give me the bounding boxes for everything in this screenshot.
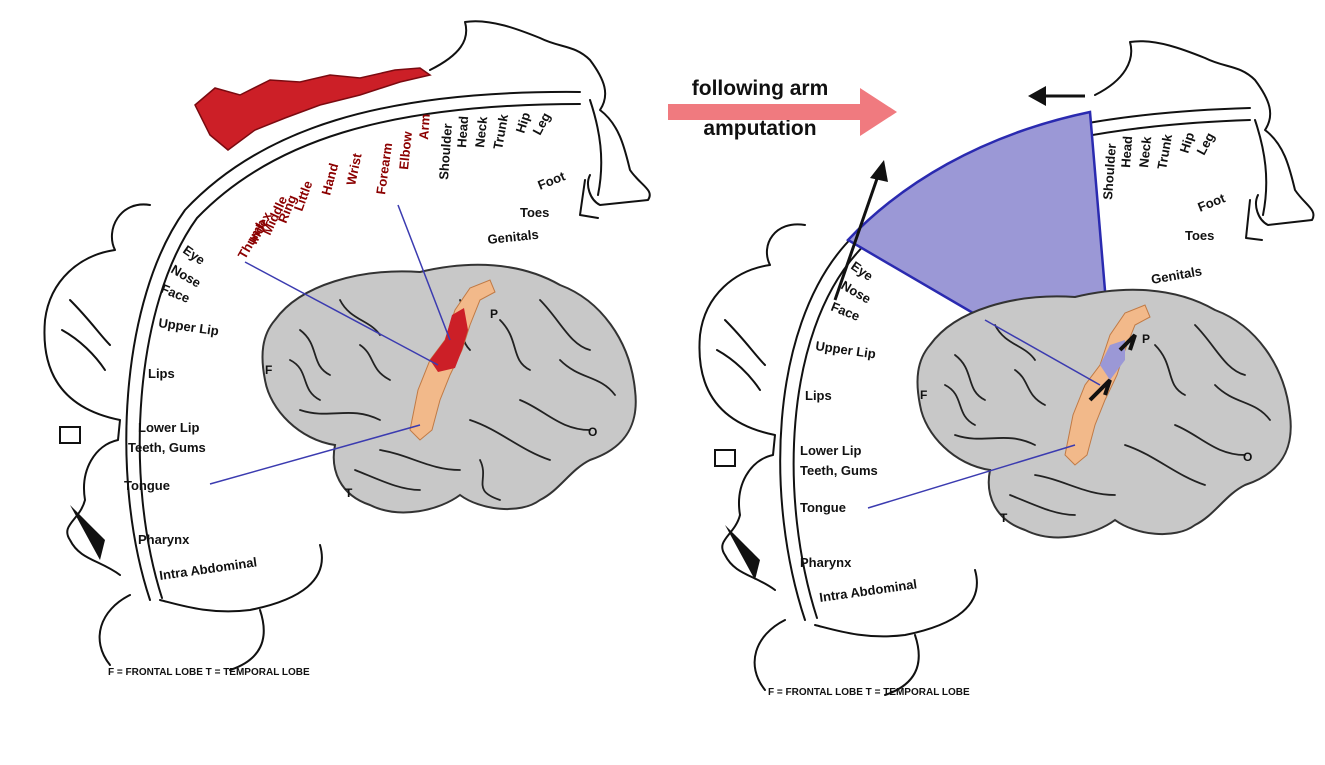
right-shift-arrowhead-left <box>1028 86 1046 106</box>
left-label-lips: Lips <box>148 366 175 381</box>
right-homunculus-face <box>699 224 805 590</box>
left-label-neck: Neck <box>472 115 490 148</box>
right-label-eye: Eye <box>848 258 876 284</box>
right-shift-arrowhead-up <box>870 160 888 182</box>
left-label-pharynx: Pharynx <box>138 532 190 547</box>
right-label-lower-lip: Lower Lip <box>800 443 861 458</box>
left-homunculus-lips <box>62 300 110 370</box>
right-homunculus-lips <box>717 320 765 390</box>
right-label-genitals: Genitals <box>1150 263 1203 287</box>
right-brain-outline <box>917 290 1290 538</box>
left-label-head: Head <box>454 115 471 148</box>
left-label-tongue: Tongue <box>124 478 170 493</box>
left-label-trunk: Trunk <box>490 112 511 150</box>
left-label-upper-lip: Upper Lip <box>158 315 220 338</box>
right-lobe-legend: F = FRONTAL LOBE T = TEMPORAL LOBE <box>768 687 970 698</box>
left-label-wrist: Wrist <box>343 151 365 186</box>
left-label-toes: Toes <box>520 205 549 220</box>
left-label-lower-lip: Lower Lip <box>138 420 199 435</box>
left-label-intra-abdominal: Intra Abdominal <box>158 554 258 583</box>
left-label-genitals: Genitals <box>487 227 540 247</box>
right-label-face: Face <box>829 299 862 324</box>
left-label-eye: Eye <box>180 242 208 268</box>
right-label-toes: Toes <box>1185 228 1214 243</box>
left-homunculus-leg <box>580 100 601 218</box>
right-body-labels: Shoulder Head Neck Trunk Hip Leg Foot To… <box>1100 130 1228 287</box>
left-body-labels: Shoulder Head Neck Trunk Hip Leg Foot To… <box>436 110 568 247</box>
left-tongue-shape <box>70 505 105 560</box>
right-label-lips: Lips <box>805 388 832 403</box>
right-label-trunk: Trunk <box>1154 132 1175 170</box>
right-label-tongue: Tongue <box>800 500 846 515</box>
left-lobe-occipital: O <box>588 425 597 439</box>
left-label-little: Little <box>291 179 316 213</box>
left-label-shoulder: Shoulder <box>436 123 455 180</box>
right-label-foot: Foot <box>1196 190 1228 215</box>
left-lobe-parietal: P <box>490 307 498 321</box>
left-lobe-frontal: F <box>265 363 272 377</box>
right-label-leg: Leg <box>1193 130 1217 158</box>
right-teeth-icon <box>715 450 735 466</box>
left-label-foot: Foot <box>536 168 568 193</box>
caption-line-1: following arm <box>692 77 829 100</box>
right-label-upper-lip: Upper Lip <box>815 338 877 361</box>
right-label-head: Head <box>1118 135 1135 168</box>
amputation-caption: following arm amputation <box>668 77 897 140</box>
right-label-intra-abdominal: Intra Abdominal <box>818 576 918 605</box>
right-brain: P F O T <box>917 290 1290 538</box>
left-lobe-temporal: T <box>345 486 353 500</box>
right-lobe-temporal: T <box>1000 511 1008 525</box>
left-label-elbow: Elbow <box>396 130 415 171</box>
left-lobe-legend: F = FRONTAL LOBE T = TEMPORAL LOBE <box>108 667 310 678</box>
right-label-teeth-gums: Teeth, Gums <box>800 463 878 478</box>
right-label-pharynx: Pharynx <box>800 555 852 570</box>
left-label-arm: Arm <box>416 113 433 140</box>
right-face-labels: Eye Nose Face Upper Lip Lips Lower Lip T… <box>800 258 918 605</box>
left-arm-hand-representation <box>195 68 430 150</box>
right-label-neck: Neck <box>1136 135 1154 168</box>
left-label-teeth-gums: Teeth, Gums <box>128 440 206 455</box>
left-teeth-icon <box>60 427 80 443</box>
left-panel: P F O T Eye Nose Face Upper Lip Lips Low… <box>44 21 649 678</box>
left-label-hand: Hand <box>318 161 341 196</box>
right-lobe-occipital: O <box>1243 450 1252 464</box>
right-lobe-frontal: F <box>920 388 927 402</box>
right-label-shoulder: Shoulder <box>1100 143 1119 200</box>
caption-line-2: amputation <box>703 117 816 140</box>
left-face-labels: Eye Nose Face Upper Lip Lips Lower Lip T… <box>124 242 258 583</box>
left-homunculus-face <box>44 204 150 575</box>
right-lobe-parietal: P <box>1142 332 1150 346</box>
left-label-forearm: Forearm <box>373 142 395 196</box>
left-label-leg: Leg <box>529 110 553 138</box>
